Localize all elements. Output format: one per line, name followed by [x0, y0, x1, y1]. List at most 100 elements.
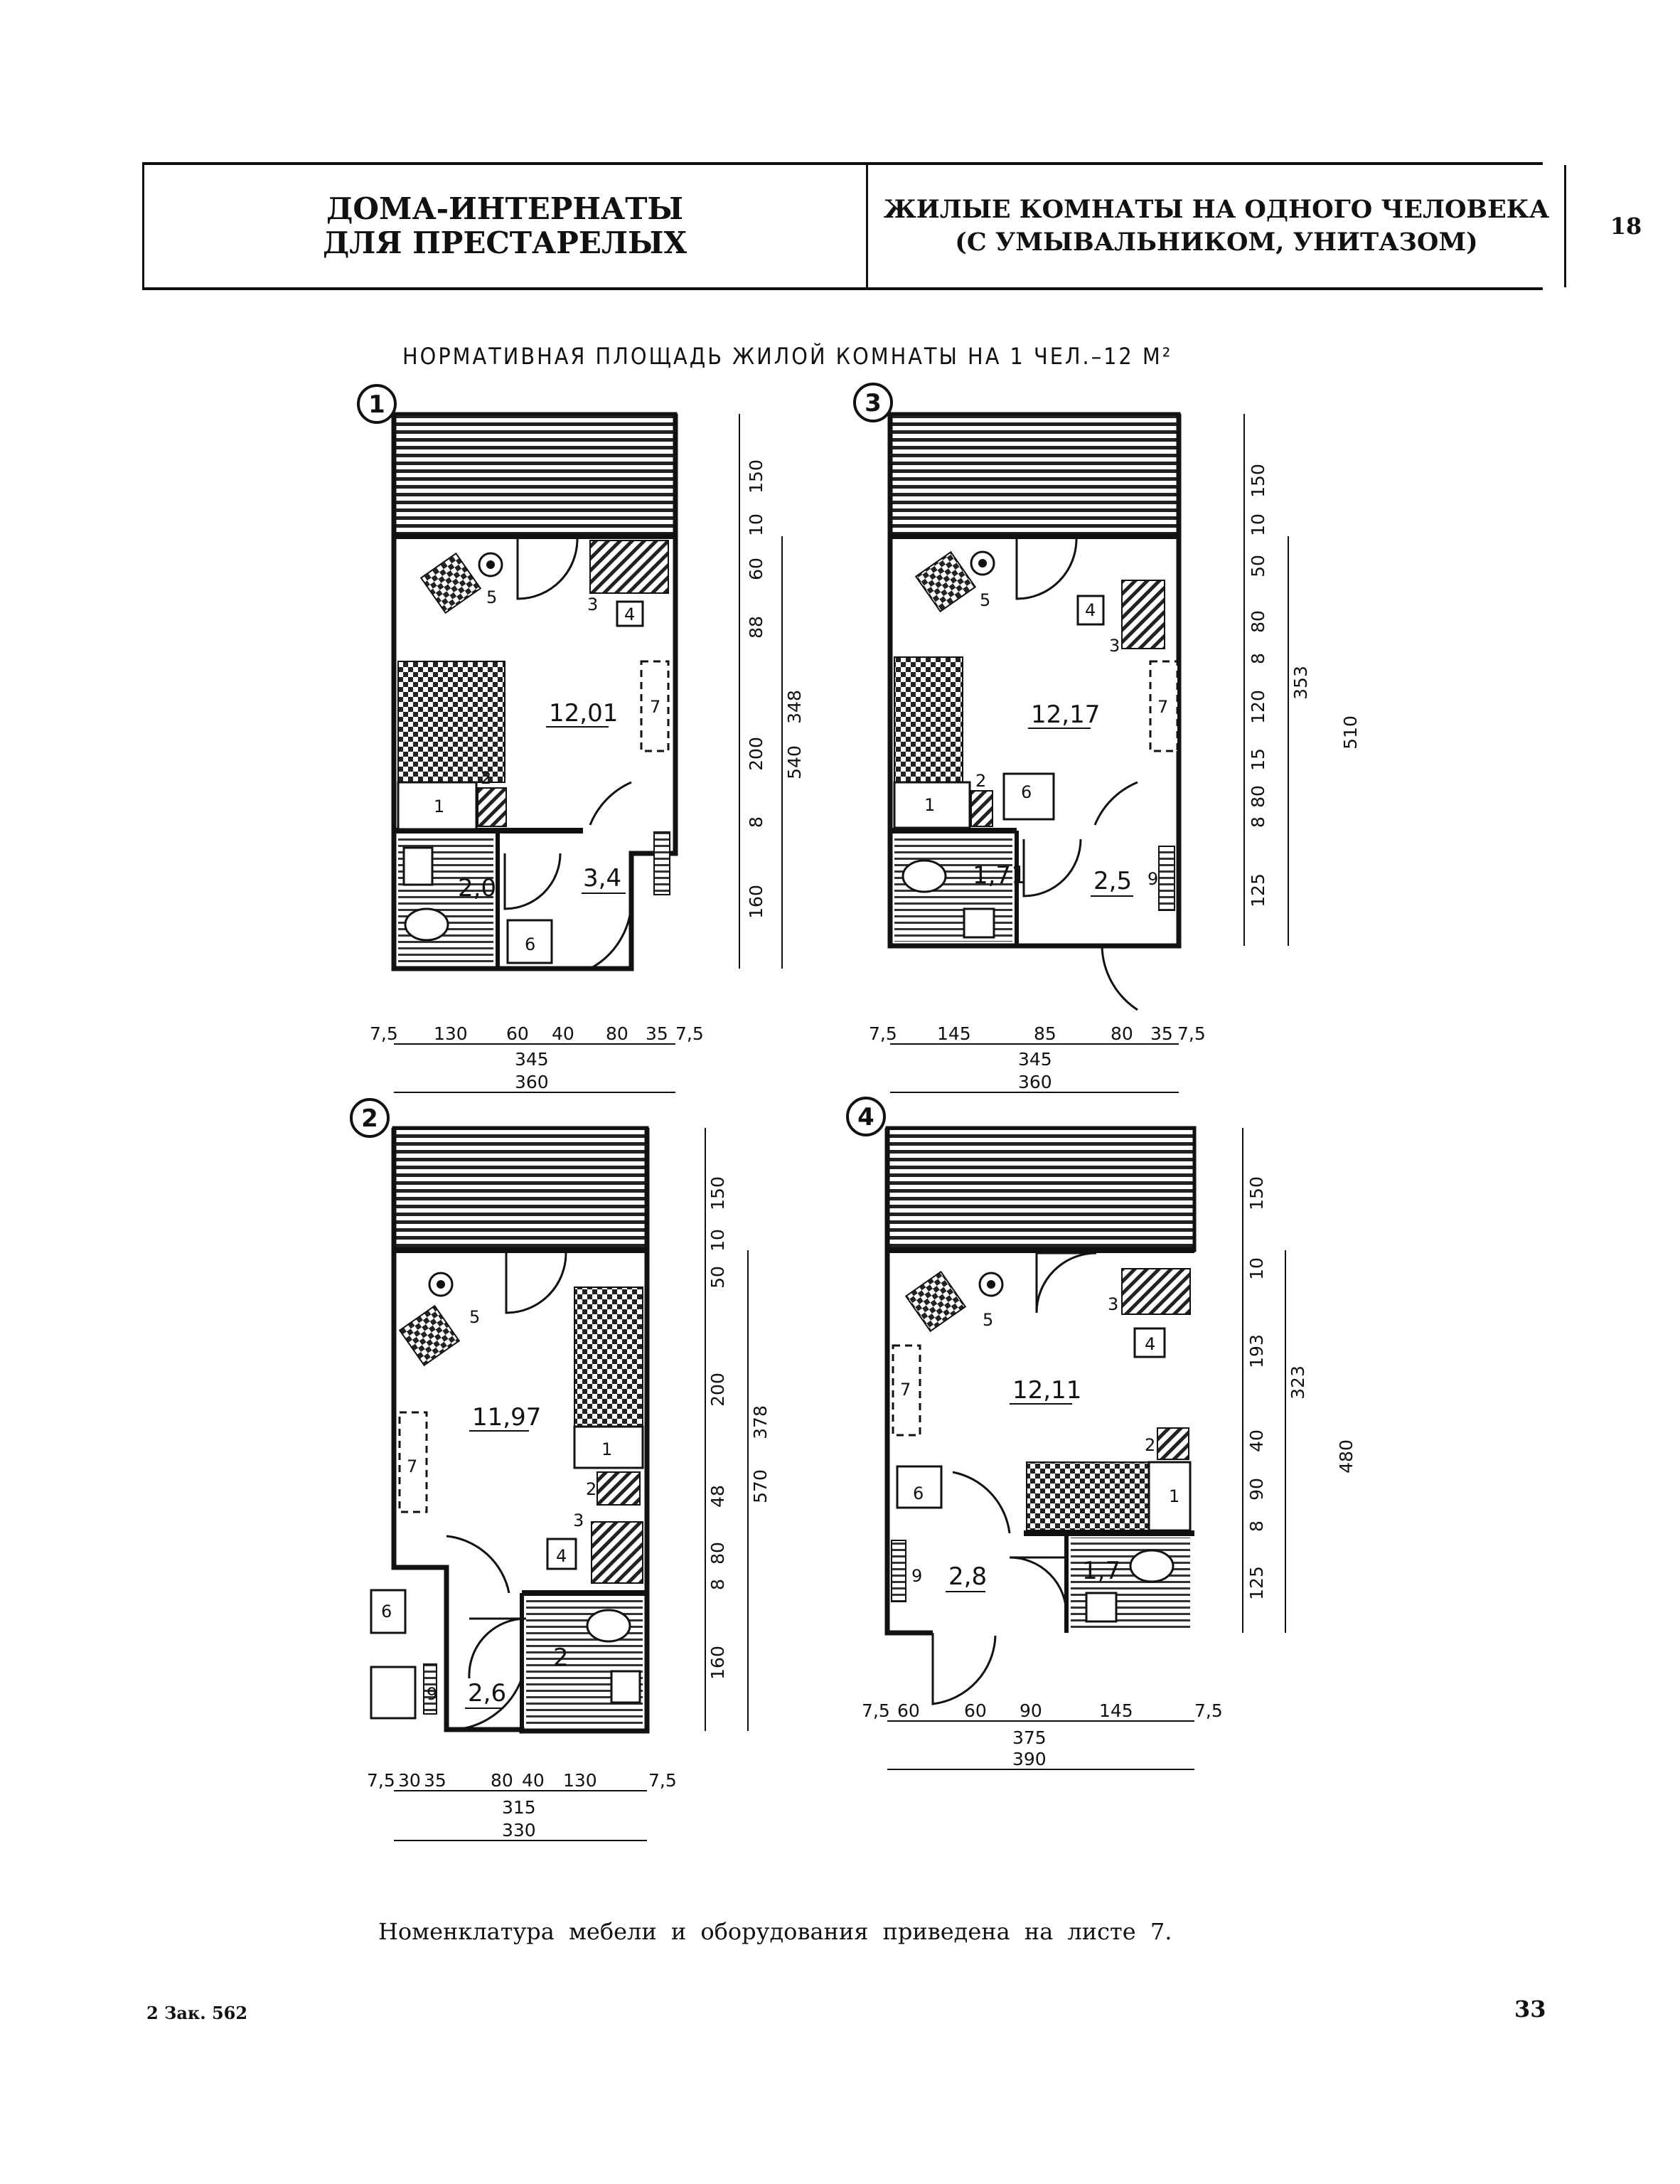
dim-label: 378 — [750, 1405, 771, 1439]
nightstand — [1157, 1427, 1189, 1460]
room-area: 12,01 — [549, 699, 618, 728]
dim-label: 80 — [1248, 610, 1268, 633]
dim-label: 7,5 — [1177, 1023, 1206, 1044]
dim-total: 360 — [515, 1072, 549, 1092]
dim-label: 323 — [1288, 1365, 1308, 1400]
title-block-divider — [1564, 165, 1566, 287]
series-title-line2: ДЛЯ ПРЕСТАРЕЛЫХ — [322, 225, 687, 260]
bed — [573, 1425, 644, 1469]
dim-label: 193 — [1246, 1334, 1267, 1368]
furniture-label: 7 — [650, 697, 660, 717]
normative-area-caption: НОРМАТИВНАЯ ПЛОЩАДЬ ЖИЛОЙ КОМНАТЫ НА 1 Ч… — [402, 343, 1173, 370]
furniture-label: 3 — [587, 595, 598, 614]
dim-label: 125 — [1248, 873, 1268, 907]
plan-number: 4 — [857, 1103, 874, 1131]
table-lamp — [486, 560, 495, 569]
dim-label: 540 — [784, 745, 805, 779]
dim-total: 315 — [502, 1797, 536, 1818]
dim-label: 480 — [1336, 1439, 1357, 1474]
dim-label: 150 — [707, 1176, 728, 1210]
exterior-wall — [887, 414, 1182, 949]
shelf — [640, 660, 670, 752]
door-swing — [468, 1617, 527, 1679]
door-swing — [931, 1633, 997, 1705]
furniture-label: 9 — [427, 1684, 437, 1704]
coat-hanger — [423, 1663, 437, 1715]
dim-label: 80 — [1248, 785, 1268, 808]
dim-label: 8 — [746, 816, 766, 828]
furniture-label: 3 — [1109, 636, 1120, 656]
exterior-wall — [391, 1128, 650, 1734]
dim-label: 80 — [1111, 1023, 1133, 1044]
armchair — [419, 552, 482, 614]
door-swing — [952, 1471, 1011, 1534]
furniture-label: 6 — [381, 1602, 392, 1621]
dim-label: 145 — [937, 1023, 971, 1044]
bed-blanket — [574, 1287, 643, 1427]
door-swing — [503, 853, 562, 910]
furniture-label: 2 — [975, 771, 986, 791]
room-area: 11,97 — [472, 1403, 541, 1432]
toilet — [1129, 1549, 1175, 1583]
furniture-label: 1 — [1169, 1486, 1179, 1506]
plan-number: 3 — [865, 389, 882, 417]
dim-label: 8 — [1246, 1520, 1267, 1532]
dim-label: 60 — [897, 1700, 920, 1721]
bath-area: 2 — [553, 1644, 569, 1672]
hall-area: 2,6 — [468, 1679, 506, 1708]
armchair-small — [1002, 772, 1055, 821]
dim-label: 7,5 — [869, 1023, 897, 1044]
armchair-small — [506, 919, 553, 964]
series-title: ДОМА-ИНТЕРНАТЫ ДЛЯ ПРЕСТАРЕЛЫХ — [145, 165, 865, 287]
dim-label: 353 — [1290, 666, 1311, 700]
furniture-reference-note: Номенклатура мебели и оборудования приве… — [378, 1918, 1172, 1945]
plan-number: 1 — [368, 390, 385, 419]
plan-number-circle — [357, 384, 397, 424]
dim-label: 48 — [707, 1485, 728, 1508]
balcony — [392, 1126, 649, 1252]
hall-area: 3,4 — [583, 864, 621, 893]
door-swing — [589, 781, 632, 826]
furniture-label: 6 — [1021, 782, 1032, 802]
dim-label: 30 — [398, 1770, 421, 1791]
room-area: 12,17 — [1031, 701, 1100, 729]
plan-number-circle — [846, 1097, 886, 1136]
furniture-label: 7 — [900, 1380, 911, 1400]
dim-label: 7,5 — [370, 1023, 398, 1044]
title-block: ДОМА-ИНТЕРНАТЫ ДЛЯ ПРЕСТАРЕЛЫХ ЖИЛЫЕ КОМ… — [142, 162, 1642, 290]
furniture-label: 3 — [1108, 1294, 1118, 1314]
armchair-small — [370, 1589, 407, 1634]
bath-area: 2,0 — [458, 874, 496, 902]
dim-label: 160 — [707, 1646, 728, 1680]
cabinet — [370, 1666, 417, 1720]
furniture-label: 7 — [407, 1456, 417, 1476]
furniture-label: 1 — [601, 1439, 612, 1459]
furniture-label: 4 — [1085, 600, 1096, 620]
dim-label: 85 — [1034, 1023, 1056, 1044]
dim-total: 345 — [1018, 1049, 1052, 1070]
balcony — [888, 412, 1181, 538]
table-lamp — [987, 1280, 995, 1289]
dim-label: 7,5 — [1194, 1700, 1223, 1721]
dim-label: 60 — [964, 1700, 987, 1721]
furniture-label: 1 — [924, 795, 935, 815]
dim-label: 160 — [746, 885, 766, 919]
dim-label: 200 — [746, 737, 766, 771]
dim-label: 8 — [1248, 653, 1268, 664]
sheet-title-line1: ЖИЛЫЕ КОМНАТЫ НА ОДНОГО ЧЕЛОВЕКА — [883, 195, 1550, 224]
wardrobe — [591, 1521, 643, 1584]
dim-total: 345 — [515, 1049, 549, 1070]
furniture-label: 6 — [525, 934, 535, 954]
wardrobe — [1121, 1268, 1191, 1315]
plan-2: 2 11,97 2 2,6 1 2 3 4 5 6 7 — [350, 1098, 771, 1841]
furniture-label: 4 — [556, 1546, 567, 1566]
plan-number-circle — [350, 1098, 390, 1138]
dim-label: 80 — [491, 1770, 513, 1791]
dim-label: 8 — [1248, 816, 1268, 828]
furniture-label: 6 — [913, 1483, 924, 1503]
dim-label: 60 — [506, 1023, 529, 1044]
dim-label: 40 — [522, 1770, 545, 1791]
bed-blanket — [397, 661, 505, 783]
door-swing — [505, 1252, 567, 1314]
